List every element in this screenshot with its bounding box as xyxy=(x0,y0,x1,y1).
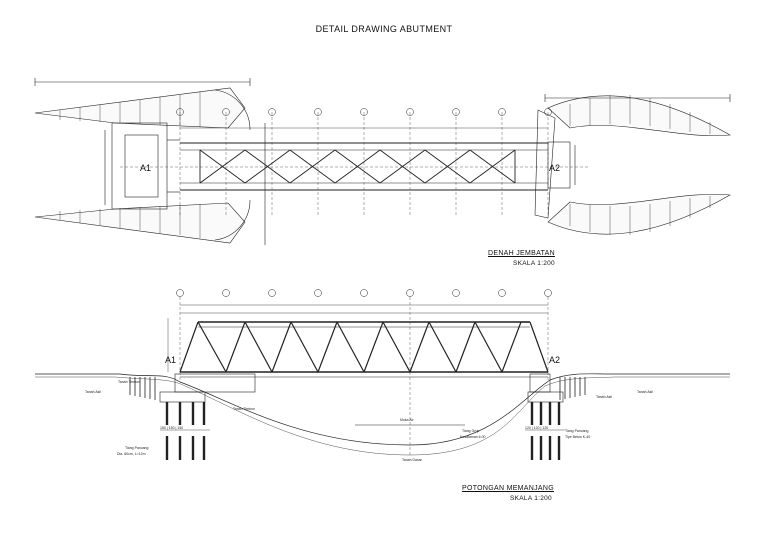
section-scale: SKALA 1:200 xyxy=(510,495,552,502)
note-tiang-left: Tiang Pancang xyxy=(125,446,148,450)
note-tanah-asli-right-2: Tanah Asli xyxy=(637,390,653,394)
plan-a2-label: A2 xyxy=(549,163,560,173)
note-tiang-mid-spec: Kedalaman 6.00 xyxy=(460,435,486,439)
plan-view xyxy=(34,78,731,245)
plan-scale: SKALA 1:200 xyxy=(513,260,555,267)
note-tanah-asli-right: Tanah Asli xyxy=(596,395,612,399)
note-tanah-timbun: Tanah Timbun xyxy=(118,380,140,384)
note-tanah-timbun-2: Tanah Timbun xyxy=(233,407,255,411)
plan-caption: DENAH JEMBATAN xyxy=(488,250,555,257)
dim-right-piles: 120 | 120 | 120 xyxy=(525,426,548,430)
section-caption: POTONGAN MEMANJANG xyxy=(462,485,555,492)
note-tiang-right: Tiang Pancang xyxy=(565,429,588,433)
note-tiang-left-spec: Dia. 60cm, L=12m xyxy=(117,452,146,456)
dim-left-piles: 150 | 150 | 150 xyxy=(160,426,183,430)
plan-a1-label: A1 xyxy=(140,163,151,173)
note-tanah-asli-left: Tanah Asli xyxy=(85,390,101,394)
section-a1-label: A1 xyxy=(165,355,176,365)
drawing-title: DETAIL DRAWING ABUTMENT xyxy=(315,24,453,34)
section-a2-label: A2 xyxy=(549,355,560,365)
note-muka-air: Muka Air xyxy=(400,418,414,422)
note-tiang-right-spec: Tipe Beton K-40 xyxy=(565,435,590,439)
note-tanah-dasar: Tanah Dasar xyxy=(402,458,423,462)
note-tiang-mid: Tiang Grup xyxy=(462,429,479,433)
section-view xyxy=(35,289,730,460)
